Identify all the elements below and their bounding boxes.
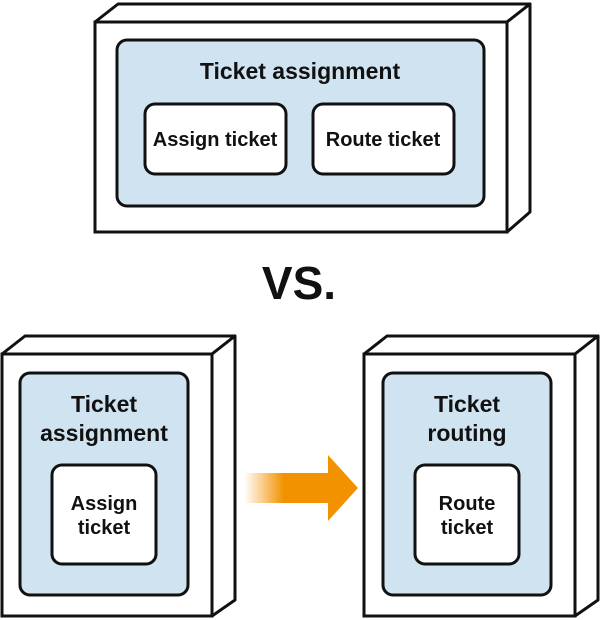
left-assign-ticket-box [50, 463, 158, 566]
left-box-side-face [210, 334, 237, 618]
ticket-routing-service-box: Ticket routing Route ticket [362, 334, 600, 618]
top-box-side-face [505, 2, 532, 234]
left-inner-line2: ticket [78, 517, 131, 539]
right-panel-title-line1: Ticket [434, 391, 500, 417]
top-assign-ticket-box [143, 102, 288, 176]
right-box-top-face [362, 334, 600, 356]
right-inner-line1: Route [439, 493, 496, 515]
ticket-assignment-service-box: Ticket assignment Assign ticket [0, 334, 237, 618]
right-box-side-face [573, 334, 600, 618]
left-inner-line1: Assign [71, 493, 138, 515]
left-panel-title-line2: assignment [40, 420, 168, 446]
top-service-box: Ticket assignment Assign ticket Route ti… [93, 2, 532, 234]
left-box-top-face [0, 334, 237, 356]
right-route-ticket-box [413, 463, 521, 566]
right-arrow-icon [244, 455, 358, 521]
vs-label: VS. [262, 257, 336, 309]
right-inner-line2: ticket [441, 517, 494, 539]
right-panel-title-line2: routing [427, 420, 506, 446]
top-assign-ticket-label: Assign ticket [153, 129, 278, 151]
top-route-ticket-box [311, 102, 456, 176]
top-panel-title: Ticket assignment [200, 58, 401, 84]
left-panel-title-line1: Ticket [71, 391, 137, 417]
top-box-top-face [93, 2, 532, 24]
top-route-ticket-label: Route ticket [326, 129, 441, 151]
